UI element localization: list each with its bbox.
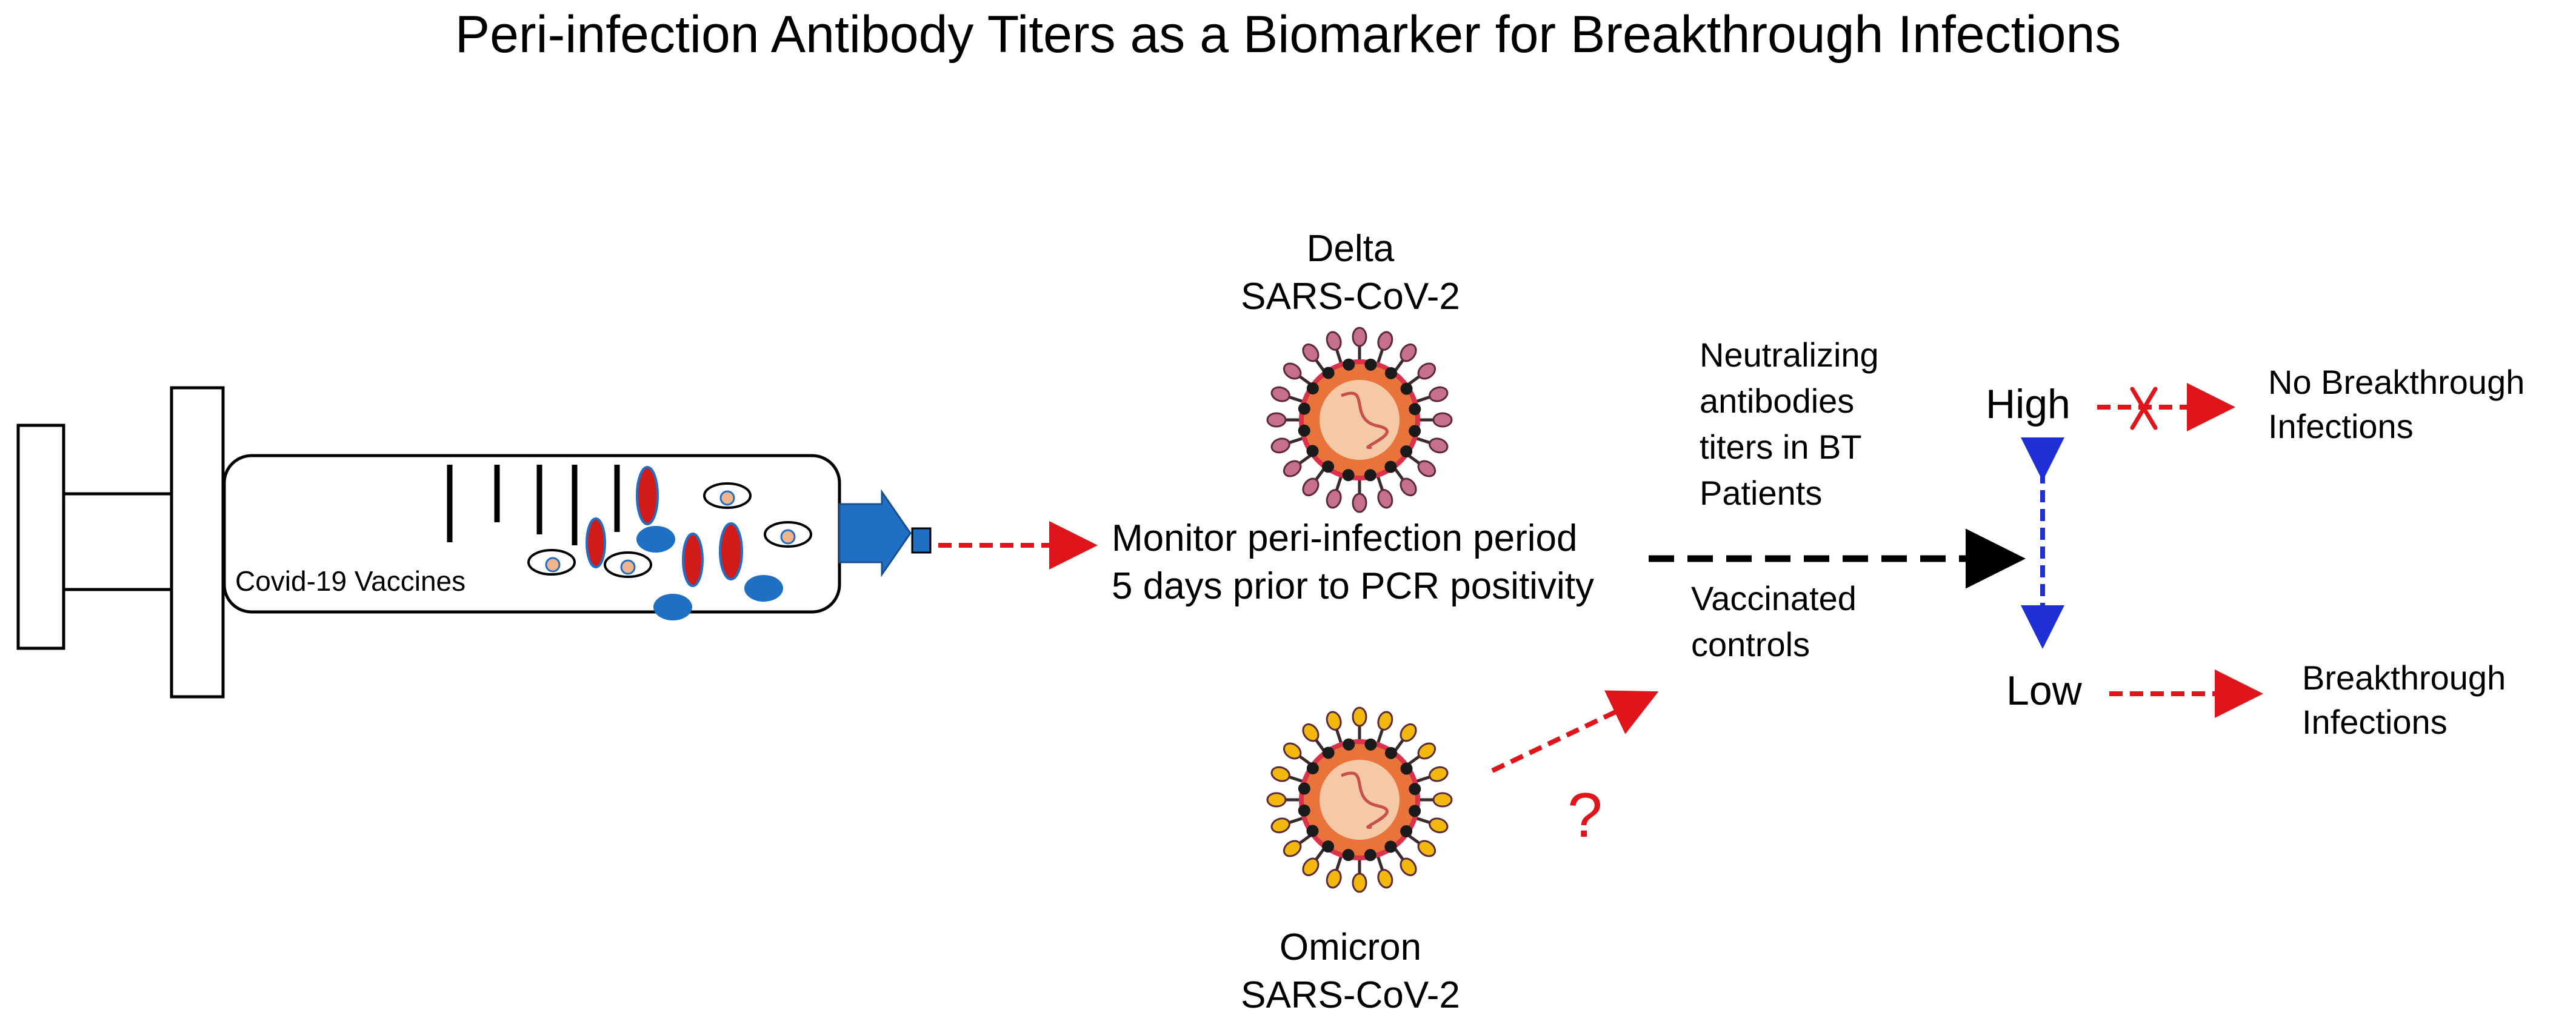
- delta-label: Delta SARS-CoV-2: [1199, 225, 1502, 321]
- monitor-label: Monitor peri-infection period 5 days pri…: [1112, 515, 1594, 610]
- no-breakthrough-line-2: Infections: [2268, 407, 2414, 445]
- omicron-label: Omicron SARS-CoV-2: [1199, 924, 1502, 1019]
- breakthrough-line-1: Breakthrough: [2302, 659, 2506, 697]
- breakthrough-line-2: Infections: [2302, 702, 2448, 741]
- syringe-tip: [838, 489, 932, 577]
- neutralizing-label-line-1: Neutralizing: [1700, 336, 1879, 374]
- syringe-label: Covid-19 Vaccines: [235, 565, 466, 597]
- neutralizing-label-line-4: Patients: [1700, 474, 1823, 513]
- question-mark: ?: [1567, 780, 1603, 851]
- arrow-omicron-to-controls: [1491, 690, 1659, 773]
- low-label: Low: [2006, 668, 2082, 714]
- high-label: High: [1986, 381, 2070, 427]
- syringe-graduation-marks: [447, 465, 620, 545]
- no-breakthrough-label: No Breakthrough Infections: [2268, 360, 2524, 449]
- controls-label-line-2: controls: [1691, 625, 1810, 664]
- breakthrough-label: Breakthrough Infections: [2302, 656, 2506, 745]
- neutralizing-label-line-2: antibodies: [1700, 382, 1855, 420]
- omicron-label-line-2: SARS-CoV-2: [1241, 974, 1460, 1016]
- controls-label: Vaccinated controls: [1691, 576, 1857, 668]
- neutralizing-label: Neutralizing antibodies titers in BT Pat…: [1700, 332, 1879, 517]
- omicron-label-line-1: Omicron: [1279, 926, 1422, 968]
- figure-title: Peri-infection Antibody Titers as a Biom…: [455, 5, 2121, 64]
- omicron-virus-icon: [1266, 706, 1453, 893]
- delta-label-line-1: Delta: [1306, 228, 1395, 270]
- monitor-label-line-1: Monitor peri-infection period: [1112, 517, 1578, 559]
- neutralizing-label-line-3: titers in BT: [1700, 428, 1862, 467]
- delta-virus-icon: [1266, 327, 1453, 513]
- syringe-flange: [170, 386, 225, 699]
- controls-label-line-1: Vaccinated: [1691, 579, 1857, 617]
- syringe: [16, 386, 932, 699]
- syringe-thumb-plate: [16, 424, 65, 650]
- delta-label-line-2: SARS-CoV-2: [1241, 275, 1460, 317]
- blocked-x-icon: [2130, 387, 2158, 430]
- vaccine-particles: [527, 466, 812, 620]
- no-breakthrough-line-1: No Breakthrough: [2268, 363, 2525, 401]
- monitor-label-line-2: 5 days prior to PCR positivity: [1112, 565, 1594, 607]
- syringe-plunger-rod: [62, 492, 175, 591]
